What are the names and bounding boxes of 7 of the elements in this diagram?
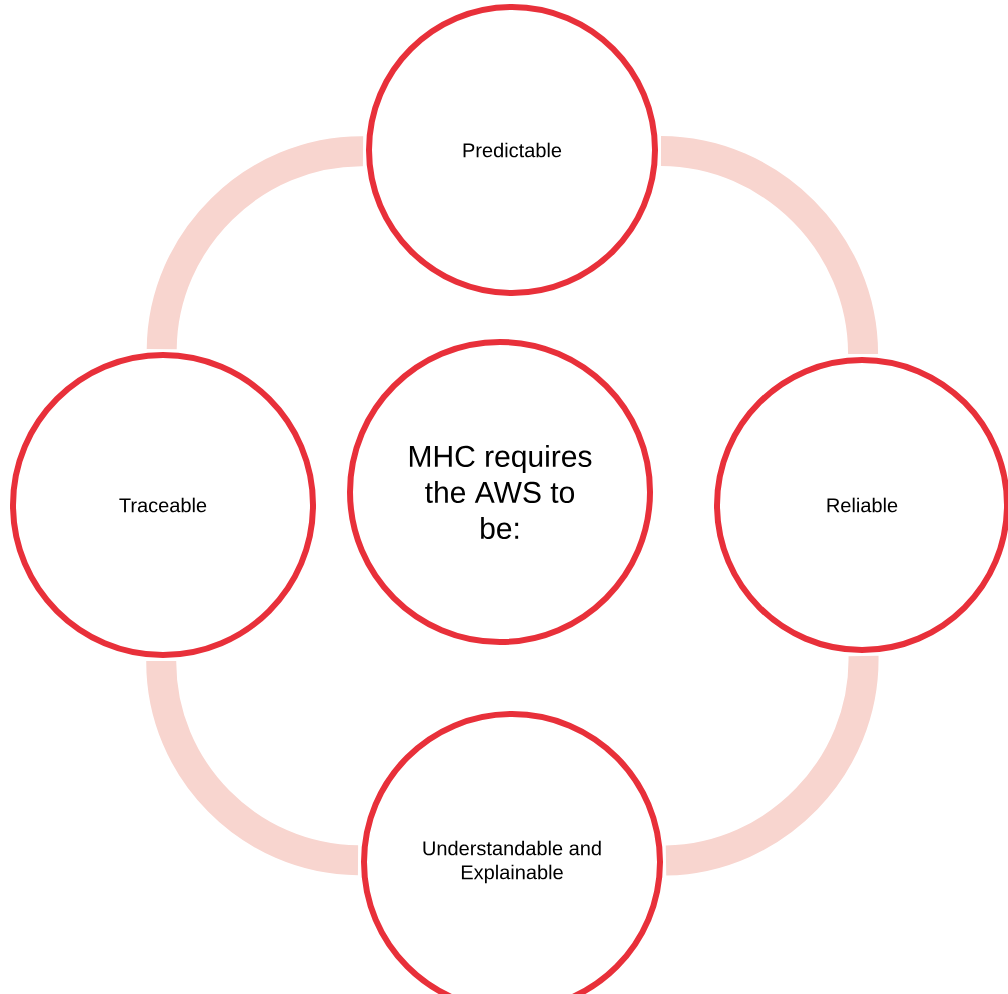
ring-connector <box>659 136 879 355</box>
ring-connector <box>664 655 879 876</box>
ring-connector <box>146 660 360 876</box>
ring-connector <box>146 136 364 351</box>
circle-node: MHC requires the AWS to be: <box>347 339 653 645</box>
circle-node: Traceable <box>10 352 316 658</box>
circle-node: Predictable <box>366 4 658 296</box>
